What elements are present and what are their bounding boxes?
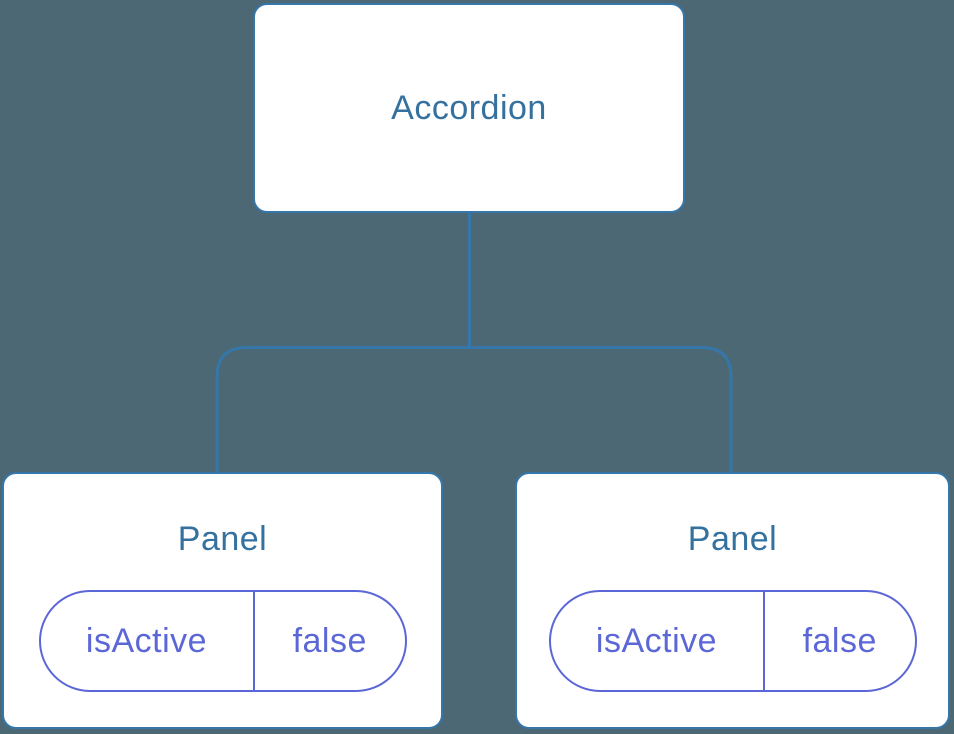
panel-node-right: Panel isActive false — [515, 472, 950, 729]
panel-node-left-label: Panel — [177, 520, 268, 558]
panel-right-state-key: isActive — [595, 621, 718, 660]
panel-right-state-pill: isActive false — [548, 590, 917, 692]
panel-node-left: Panel isActive false — [2, 472, 443, 729]
panel-left-state-pill: isActive false — [38, 590, 407, 692]
panel-left-state-key: isActive — [85, 621, 208, 660]
panel-right-pill-divider — [762, 592, 765, 690]
connector-branch — [215, 346, 733, 473]
accordion-node: Accordion — [253, 3, 685, 213]
panel-right-state-value: false — [802, 621, 877, 660]
panel-node-right-label: Panel — [687, 520, 778, 558]
panel-left-pill-divider — [252, 592, 255, 690]
panel-left-state-value: false — [292, 621, 367, 660]
accordion-node-label: Accordion — [391, 88, 547, 127]
